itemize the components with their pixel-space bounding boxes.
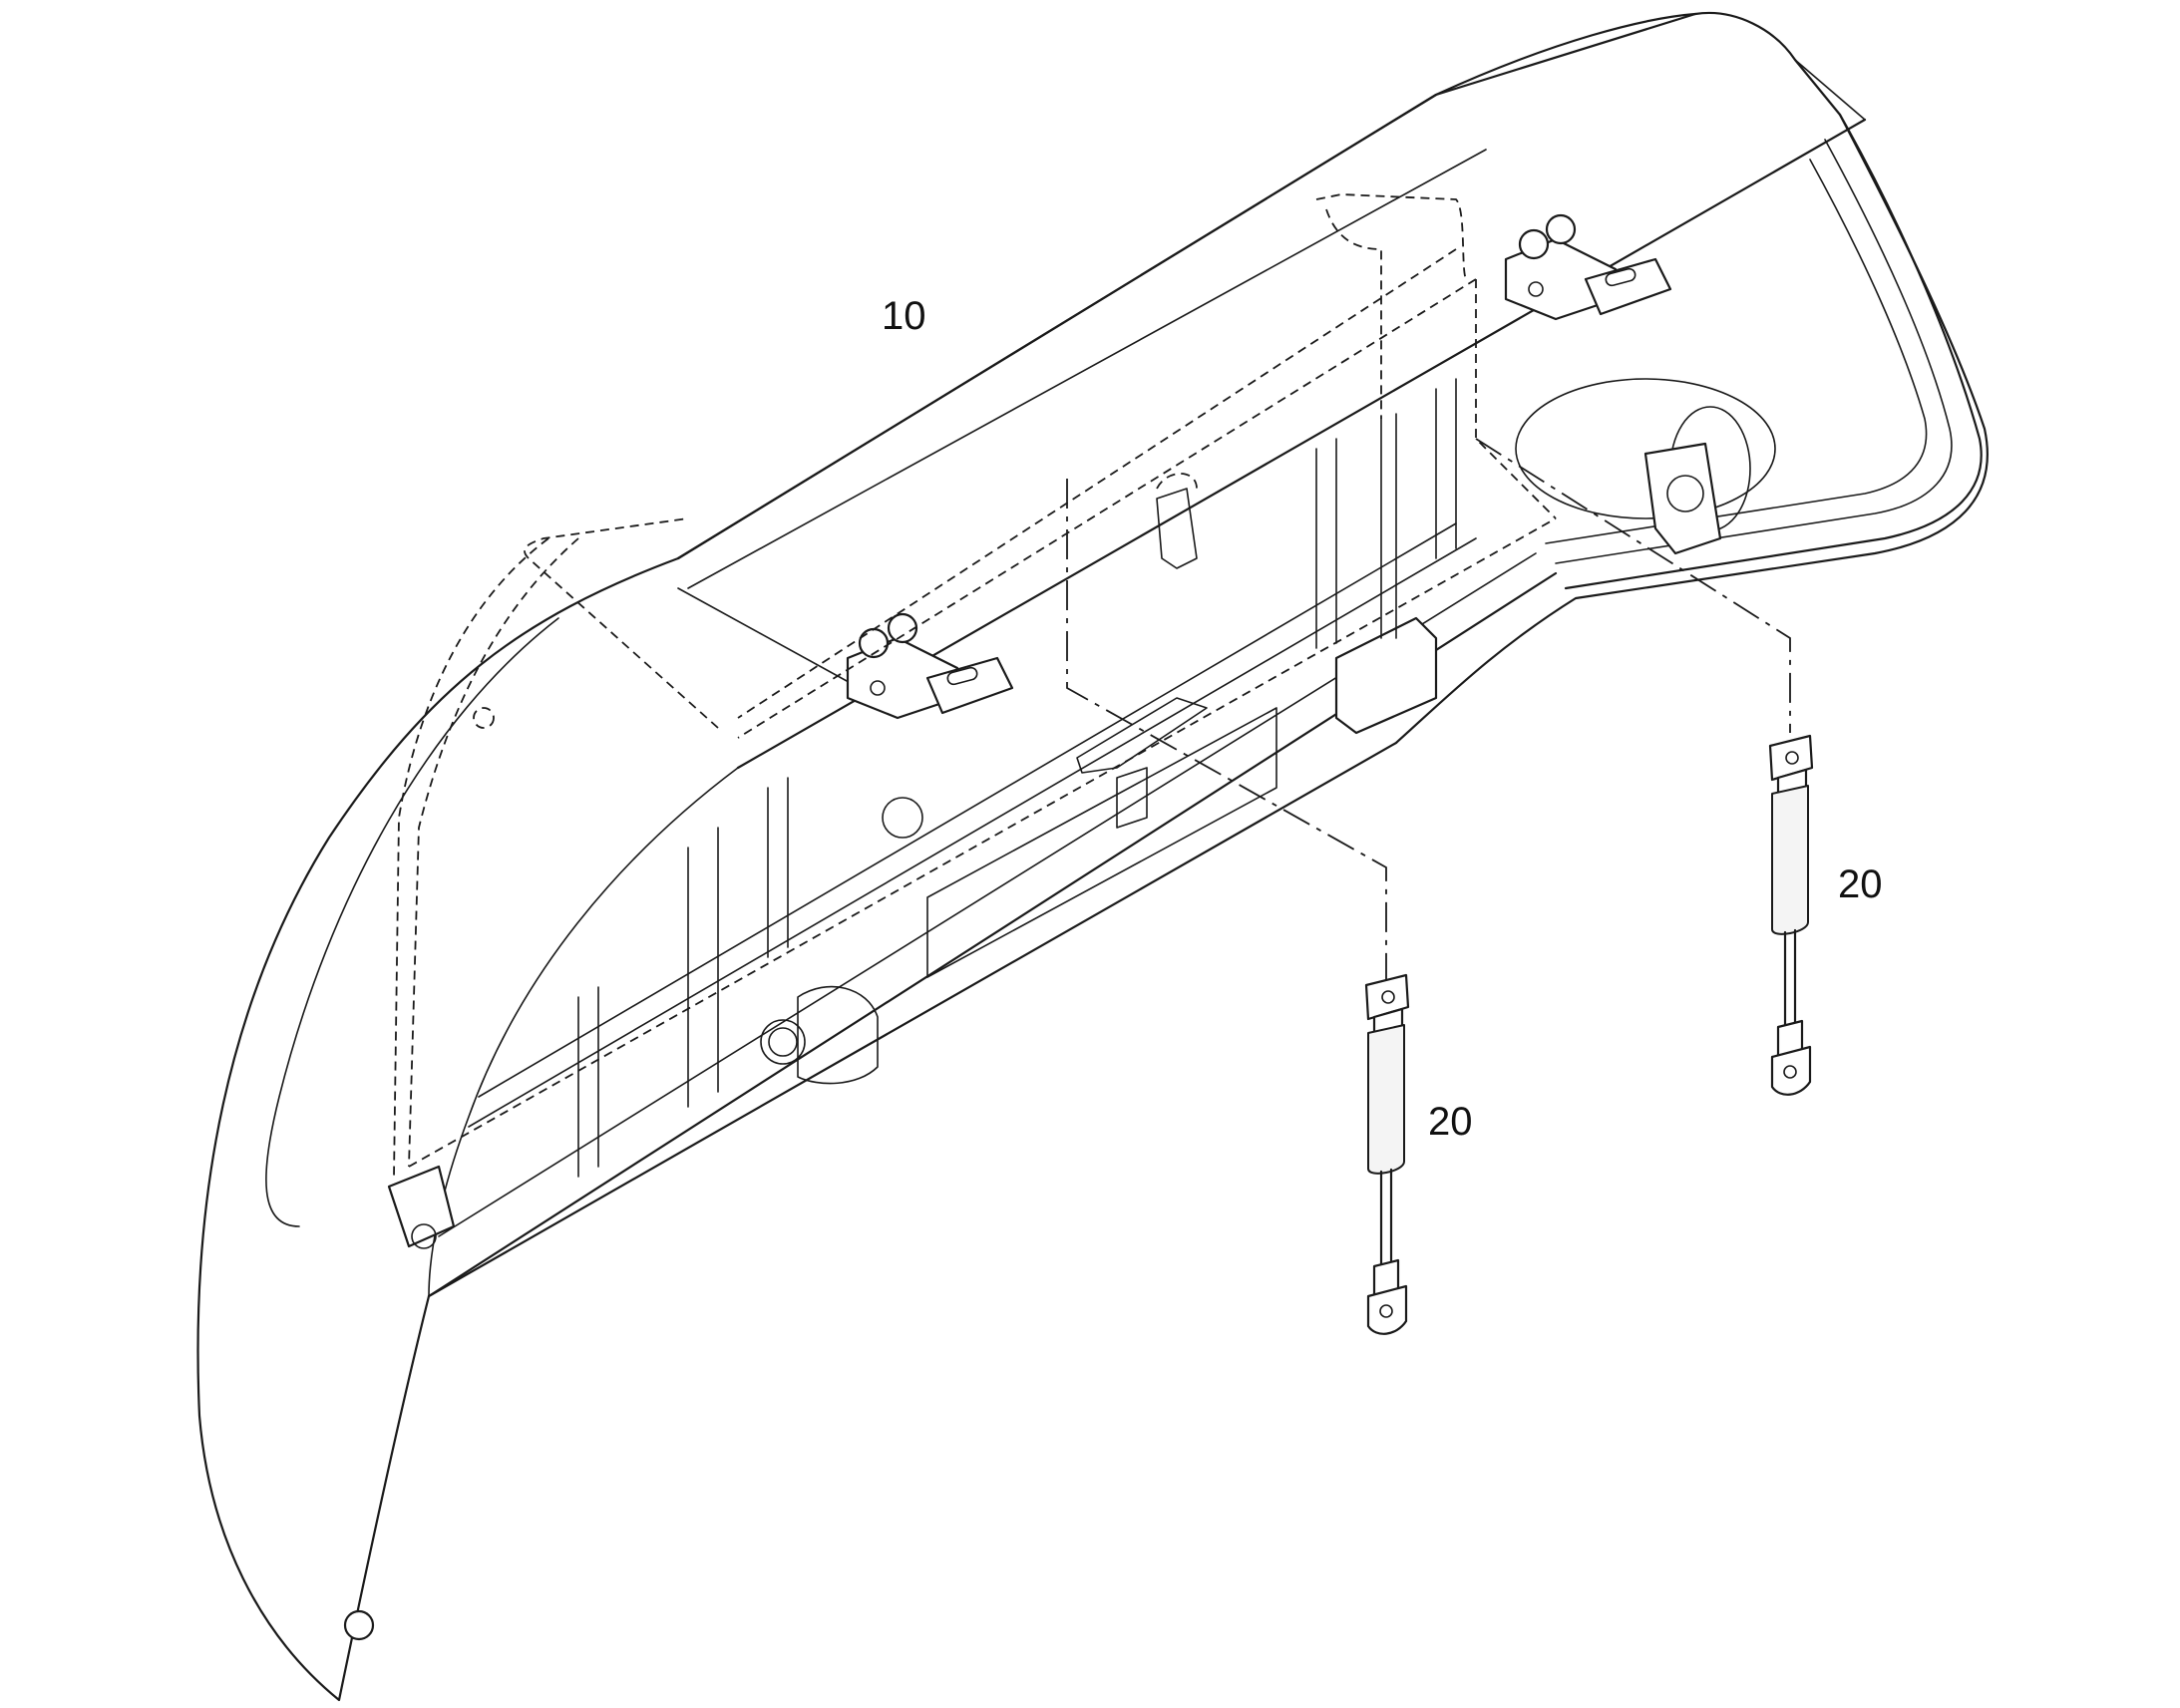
inner-rail-mid <box>468 537 1477 1128</box>
gas-strut-left <box>1364 973 1410 1335</box>
inner-panel-center <box>926 707 1277 978</box>
assembly-centerlines <box>1066 438 1791 982</box>
strut-rod <box>1379 1168 1393 1268</box>
front-pin <box>343 1609 375 1641</box>
inner-hole-left <box>882 797 923 839</box>
strut-socket <box>1334 616 1438 735</box>
hood-oval-recess <box>1515 378 1776 519</box>
callout-hood: 10 <box>882 294 926 338</box>
hood-left-cheek <box>428 767 739 1297</box>
hood-left-cheek-inner <box>265 617 559 1227</box>
strut-cylinder <box>1367 1024 1405 1175</box>
centerline-right-strut <box>1475 438 1791 733</box>
hood-top-crease <box>687 149 1487 589</box>
hood-right-frame-inner <box>1555 139 1953 564</box>
inner-hole-lower-outer <box>760 1019 806 1065</box>
strut-rod-on-hood <box>1380 413 1397 639</box>
hood-panel-seam <box>677 587 879 699</box>
hood-outer-shell <box>196 11 1989 1702</box>
hood-top-edge <box>676 12 1697 560</box>
hinge-right <box>1504 213 1672 321</box>
inner-panel-lower <box>797 985 879 1085</box>
gas-strut-right <box>1768 734 1814 1096</box>
hidden-lines <box>393 193 1557 1178</box>
callout-strut-left: 20 <box>1428 1100 1473 1144</box>
hood-flange-edge-inner <box>1794 59 1866 121</box>
callout-strut-right: 20 <box>1838 862 1883 906</box>
hood-right-frame-inner2 <box>1545 159 1928 544</box>
strut-cylinder <box>1771 785 1809 935</box>
right-mount-plate <box>1643 442 1722 555</box>
latch-plate <box>1116 767 1148 829</box>
latch-hook <box>1076 697 1208 774</box>
mid-bracket <box>1156 488 1198 569</box>
strut-rod <box>1783 928 1797 1029</box>
right-mount-hole <box>1666 475 1704 512</box>
centerline-left-strut <box>1066 479 1387 982</box>
hood-right-frame-outer <box>1564 113 1983 590</box>
hood-assembly <box>196 11 1989 1702</box>
inner-hole-lower <box>768 1027 798 1057</box>
inner-rail-mid-2 <box>478 522 1457 1098</box>
hinge-lower <box>387 1165 456 1249</box>
